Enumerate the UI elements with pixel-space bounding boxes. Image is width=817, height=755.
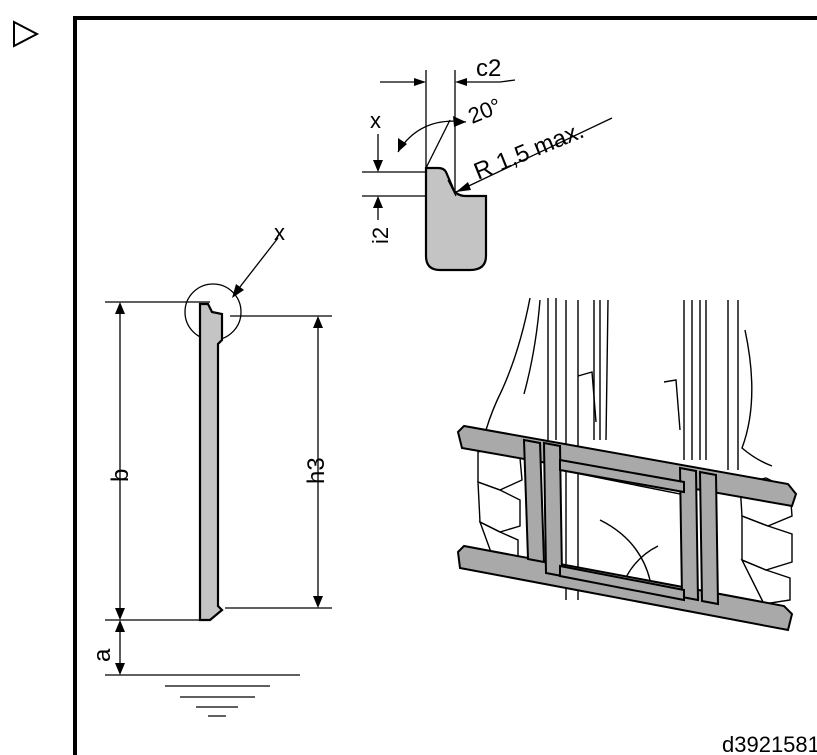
figure-id: d3921581 — [722, 732, 817, 755]
figure-frame — [73, 16, 817, 755]
gate-illustration — [456, 297, 798, 632]
post-left — [522, 438, 546, 564]
post-right — [698, 470, 720, 606]
post-mid-right — [678, 466, 700, 602]
x-detail-label: x — [370, 108, 381, 133]
x-callout-label: x — [274, 220, 285, 245]
play-outline-icon — [13, 20, 40, 48]
i2-label: i2 — [368, 227, 393, 244]
h3-label: h3 — [303, 457, 330, 484]
a-label: a — [89, 648, 116, 662]
b-label: b — [107, 469, 134, 482]
strip-profile — [198, 302, 224, 622]
radius-label: R 1,5 max. — [470, 117, 588, 186]
c2-label: c2 — [476, 55, 501, 82]
angle-label: 20° — [465, 93, 505, 129]
detail-profile — [424, 166, 488, 272]
detail-x: c2 20° R 1,5 max. x i2 — [362, 55, 613, 272]
side-section: x b a h3 — [89, 220, 332, 717]
